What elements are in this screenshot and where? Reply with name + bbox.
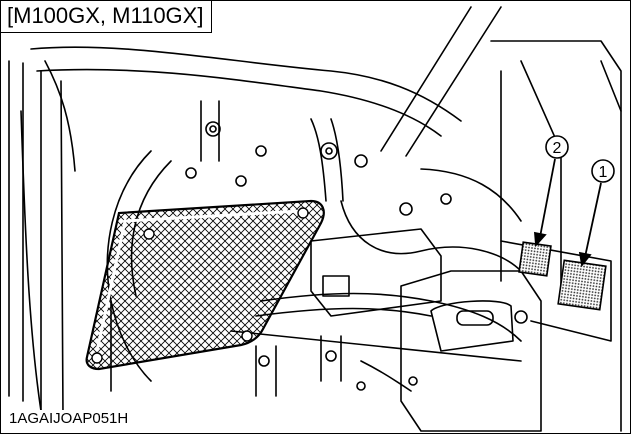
filler-neck xyxy=(310,118,344,202)
callout-arrow-2 xyxy=(539,158,556,238)
relay-box xyxy=(310,228,442,317)
model-label: [M100GX, M110GX] xyxy=(1,1,213,33)
warning-label-1 xyxy=(557,259,607,311)
right-panel xyxy=(490,40,622,432)
callout-2-number: 2 xyxy=(553,140,562,157)
upper-hose xyxy=(30,46,462,122)
diagonal-pipe xyxy=(380,6,502,157)
callout-1-number: 1 xyxy=(599,164,608,181)
callout-1: 1 xyxy=(591,159,615,183)
callout-2: 2 xyxy=(545,135,569,159)
left-frame xyxy=(8,60,64,417)
battery-cover xyxy=(400,270,542,432)
warning-label-2 xyxy=(518,241,552,277)
callout-arrow-1 xyxy=(584,182,602,258)
hatched-cover-panel xyxy=(85,199,325,371)
image-code-label: 1AGAIJOAP051H xyxy=(7,410,131,427)
